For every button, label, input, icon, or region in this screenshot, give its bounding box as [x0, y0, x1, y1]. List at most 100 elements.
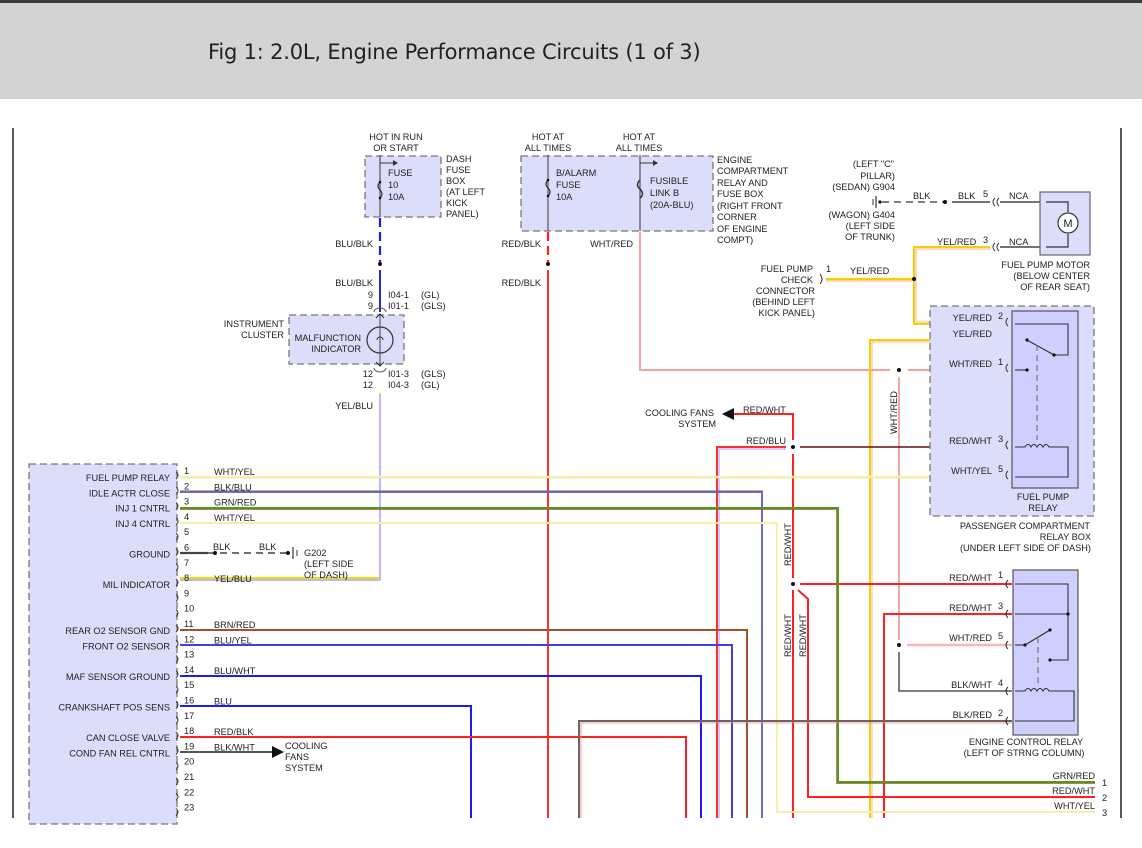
dash-fuse-label: FUSE	[388, 168, 413, 178]
ecm-pin-number: 16	[184, 696, 194, 706]
wire-label: RED/WHT	[783, 523, 793, 566]
wire-ecm-12	[180, 644, 733, 818]
svg-text:(20A-BLU): (20A-BLU)	[650, 200, 693, 210]
svg-text:RELAY: RELAY	[1028, 503, 1057, 513]
continuation-number: 3	[1102, 808, 1107, 818]
svg-text:5: 5	[983, 189, 988, 199]
ecm-pin-number: 10	[184, 604, 194, 614]
engine-control-module[interactable]	[28, 463, 178, 825]
wire-label: RED/WHT	[1052, 786, 1095, 796]
wire-label: WHT/RED	[889, 391, 899, 434]
ecm-pin-number: 4	[184, 512, 189, 522]
ecm-pin-number: 7	[184, 558, 189, 568]
fuel-pump-relay[interactable]	[1011, 310, 1079, 489]
svg-text:KICK: KICK	[446, 198, 468, 208]
svg-text:(SEDAN) G904: (SEDAN) G904	[832, 182, 895, 192]
svg-text:KICK PANEL): KICK PANEL)	[758, 308, 815, 318]
ecm-pin-row: 17	[175, 711, 194, 725]
ecm-pin-row: 15	[175, 680, 194, 694]
passenger-compartment-relay-box[interactable]	[929, 305, 1095, 517]
wire-label: BLK	[259, 542, 277, 552]
pin-connector-icon	[175, 777, 179, 786]
svg-text:(GLS): (GLS)	[421, 369, 446, 379]
ecm-pin-row: 13	[175, 650, 194, 663]
ecm-pin-number: 13	[184, 650, 194, 660]
svg-text:OF REAR SEAT): OF REAR SEAT)	[1020, 282, 1090, 292]
wire-label: BLU/BLK	[335, 239, 374, 249]
wire-label: BLU	[214, 697, 232, 707]
pin-connector-icon	[175, 578, 179, 587]
wire-label: YEL/RED	[953, 329, 993, 339]
svg-text:I01-3: I01-3	[388, 369, 409, 379]
pin-connector-icon	[175, 563, 179, 572]
wire-label: YEL/BLU	[335, 401, 373, 411]
wire-ecm-4	[180, 522, 1095, 813]
wire-label: YEL/RED	[937, 237, 977, 247]
wire-label: RED/WHT	[949, 436, 992, 446]
svg-text:FANS: FANS	[285, 752, 309, 762]
ecm-pin-number: 19	[184, 741, 194, 751]
ecm-pin-number: 21	[184, 772, 194, 782]
wire-label: WHT/RED	[949, 633, 992, 643]
svg-text:ALL TIMES: ALL TIMES	[616, 143, 662, 153]
connector-icon	[992, 197, 1000, 252]
fuel-pump-relay-label: FUEL PUMP	[1017, 492, 1069, 502]
svg-text:BOX: BOX	[446, 176, 465, 186]
hot-all-times-label: HOT AT	[623, 132, 656, 142]
wire-wht-red-top	[639, 232, 890, 371]
continuation-number: 1	[1102, 778, 1107, 788]
svg-text:12: 12	[363, 380, 373, 390]
svg-text:(BEHIND LEFT: (BEHIND LEFT	[752, 297, 815, 307]
wire-label: GRN/RED	[1053, 771, 1096, 781]
wire-label: BLK/RED	[953, 710, 993, 720]
svg-text:(LEFT SIDE: (LEFT SIDE	[846, 221, 895, 231]
engine-compartment-fuse-box[interactable]	[520, 155, 714, 232]
wire-label: RED/BLU	[746, 436, 786, 446]
pin-connector-icon	[175, 762, 179, 771]
arrow-cooling-fans-icon	[272, 746, 284, 758]
hot-all-times-label: HOT AT	[532, 132, 565, 142]
pin-connector-icon	[175, 486, 179, 495]
ground-g202-label: G202	[304, 548, 326, 558]
pin-connector-icon	[175, 594, 179, 602]
wire-ecm-16	[180, 705, 472, 818]
pin-connector-icon	[175, 685, 179, 694]
svg-text:COMPARTMENT: COMPARTMENT	[717, 166, 789, 176]
fuel-pump-motor-label: FUEL PUMP MOTOR	[1001, 260, 1090, 270]
wire-label: RED/BLK	[502, 239, 542, 249]
ecm-pin-number: 6	[184, 543, 189, 553]
svg-text:(AT LEFT: (AT LEFT	[446, 187, 485, 197]
pin-connector-icon	[175, 716, 179, 725]
dash-fuse-box[interactable]	[364, 155, 442, 218]
figure-title: Fig 1: 2.0L, Engine Performance Circuits…	[208, 40, 701, 64]
ecr-coil-icon	[1015, 687, 1075, 722]
wire-label: BLK/WHT	[214, 742, 255, 752]
wire-label: RED/BLK	[214, 727, 254, 737]
pin-connector-icon	[175, 655, 179, 663]
fusible-link-symbol-icon	[636, 179, 644, 199]
cooling-fans-label: COOLING	[285, 741, 327, 751]
instrument-cluster[interactable]	[288, 307, 405, 373]
top-border	[0, 0, 1142, 3]
labels: HOT IN RUN OR START HOT AT ALL TIMES HOT…	[213, 132, 1107, 818]
engine-control-relay-label: ENGINE CONTROL RELAY	[969, 737, 1083, 747]
junction-dot	[791, 445, 795, 449]
fuel-pump-motor[interactable]: M	[992, 191, 1091, 256]
motor-symbol: M	[1063, 218, 1072, 230]
wire-yel-blu	[180, 393, 381, 579]
engine-control-relay[interactable]	[1005, 569, 1079, 736]
wire-red-blu-stripe	[718, 448, 786, 818]
svg-text:PILLAR): PILLAR)	[860, 171, 895, 181]
svg-text:CORNER: CORNER	[717, 212, 757, 222]
junction-dot	[897, 643, 901, 647]
svg-text:3: 3	[983, 235, 988, 245]
ecm-pin-number: 15	[184, 680, 194, 690]
wire-label: RED/BLK	[502, 278, 542, 288]
pin-connector-icon	[175, 731, 179, 740]
